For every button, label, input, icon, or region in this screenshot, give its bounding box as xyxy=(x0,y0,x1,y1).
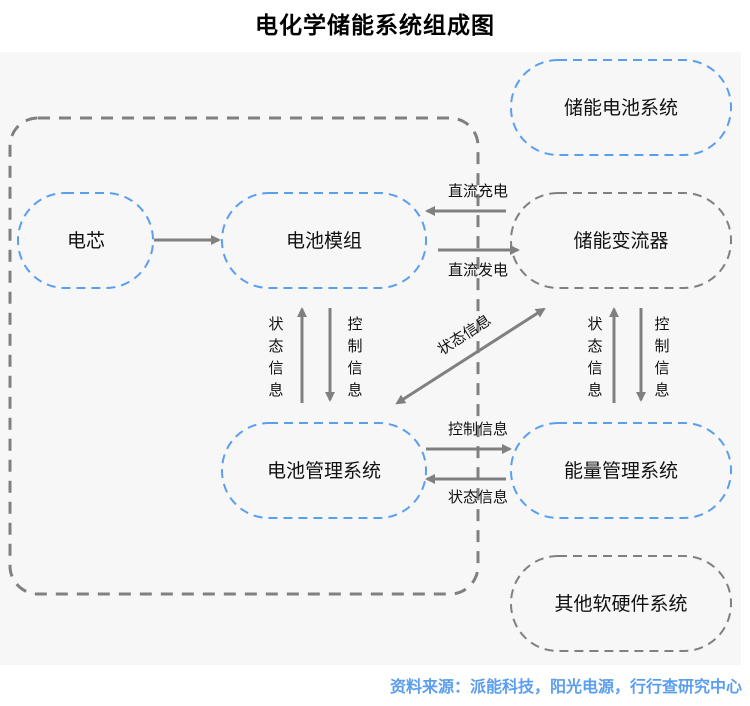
label-pcs-control: 控 制 信 息 xyxy=(654,315,669,399)
char: 态 xyxy=(268,337,283,355)
char: 息 xyxy=(347,381,362,399)
label-control-info: 控制信息 xyxy=(448,420,508,438)
node-storage-battery-system: 储能电池系统 xyxy=(510,59,732,156)
char: 控 xyxy=(654,315,669,333)
char: 息 xyxy=(268,381,283,399)
char: 信 xyxy=(587,359,602,377)
label-status-info: 状态信息 xyxy=(448,488,508,506)
char: 制 xyxy=(347,337,362,355)
char: 信 xyxy=(347,359,362,377)
battery-system-group xyxy=(8,116,480,596)
label-diag-status: 状态信息 xyxy=(434,311,494,359)
battery-cell-label: 电芯 xyxy=(67,230,105,252)
char: 控 xyxy=(347,315,362,333)
label-module-status: 状 态 信 息 xyxy=(268,315,283,399)
node-pcs: 储能变流器 xyxy=(510,192,732,289)
char: 信 xyxy=(268,359,283,377)
node-battery-cell: 电芯 xyxy=(17,192,154,289)
ems-label: 能量管理系统 xyxy=(564,460,678,482)
label-pcs-status: 状 态 信 息 xyxy=(587,315,602,399)
bms-label: 电池管理系统 xyxy=(267,460,381,482)
label-module-control: 控 制 信 息 xyxy=(347,315,362,399)
node-ems: 能量管理系统 xyxy=(510,422,732,519)
char: 制 xyxy=(654,337,669,355)
node-other-hw-sw: 其他软硬件系统 xyxy=(510,555,732,652)
node-battery-module: 电池模组 xyxy=(221,192,427,289)
diagram-title: 电化学储能系统组成图 xyxy=(255,13,495,39)
label-dc-discharge: 直流发电 xyxy=(448,261,508,279)
char: 状 xyxy=(587,315,602,333)
char: 态 xyxy=(587,337,602,355)
node-bms: 电池管理系统 xyxy=(221,422,427,519)
pcs-label: 储能变流器 xyxy=(573,230,668,252)
label-dc-charge: 直流充电 xyxy=(448,182,508,200)
diagram-panel xyxy=(0,52,741,665)
char: 息 xyxy=(654,381,669,399)
other-hw-sw-label: 其他软硬件系统 xyxy=(554,593,687,615)
char: 状 xyxy=(268,315,283,333)
char: 信 xyxy=(654,359,669,377)
storage-battery-system-label: 储能电池系统 xyxy=(564,97,678,119)
char: 息 xyxy=(587,381,602,399)
source-note: 资料来源：派能科技，阳光电源，行行查研究中心 xyxy=(389,677,742,696)
arrow-diag-status xyxy=(395,307,546,405)
battery-module-label: 电池模组 xyxy=(286,230,362,252)
